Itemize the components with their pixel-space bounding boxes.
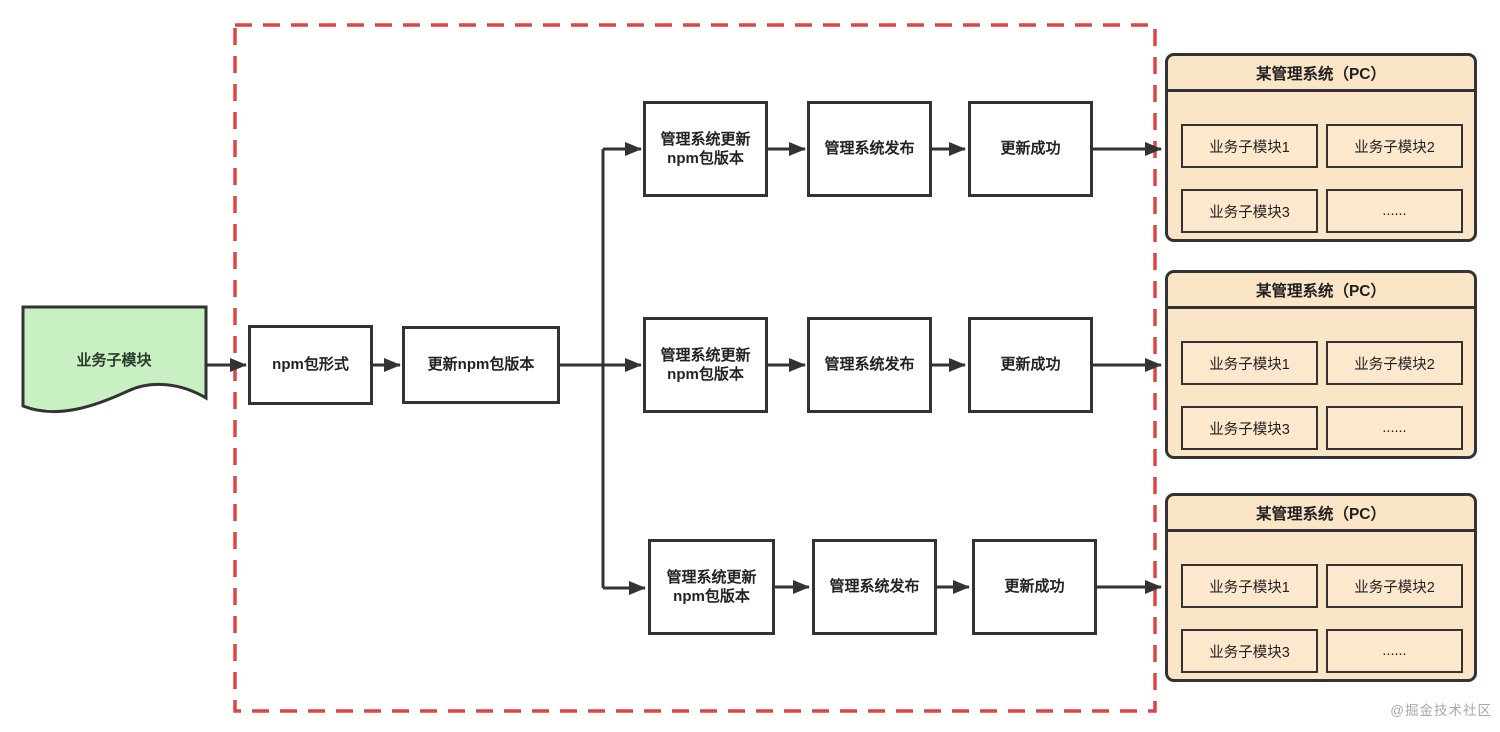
module-box: 业务子模块1 (1181, 124, 1318, 168)
panel-title: 某管理系统（PC） (1168, 56, 1474, 92)
module-box: 业务子模块2 (1326, 124, 1463, 168)
step-update-npm-version: 更新npm包版本 (402, 326, 560, 404)
source-document-label: 业务子模块 (76, 351, 152, 369)
row1-step-update-success: 更新成功 (968, 101, 1093, 197)
panel-title: 某管理系统（PC） (1168, 273, 1474, 309)
panel-body: 业务子模块1 业务子模块2 业务子模块3 ...... (1168, 309, 1474, 450)
row2-step-system-update-npm: 管理系统更新 npm包版本 (643, 317, 768, 413)
row3-step-update-success: 更新成功 (972, 539, 1097, 635)
module-box: 业务子模块3 (1181, 189, 1318, 233)
module-box: 业务子模块3 (1181, 406, 1318, 450)
row1-step-system-publish: 管理系统发布 (807, 101, 932, 197)
panel-management-system-2: 某管理系统（PC） 业务子模块1 业务子模块2 业务子模块3 ...... (1165, 270, 1477, 459)
row3-step-system-update-npm: 管理系统更新 npm包版本 (648, 539, 775, 635)
module-box: 业务子模块1 (1181, 564, 1318, 608)
module-box-ellipsis: ...... (1326, 406, 1463, 450)
module-box: 业务子模块1 (1181, 341, 1318, 385)
panel-body: 业务子模块1 业务子模块2 业务子模块3 ...... (1168, 92, 1474, 233)
panel-body: 业务子模块1 业务子模块2 业务子模块3 ...... (1168, 532, 1474, 673)
panel-management-system-1: 某管理系统（PC） 业务子模块1 业务子模块2 业务子模块3 ...... (1165, 53, 1477, 242)
panel-title: 某管理系统（PC） (1168, 496, 1474, 532)
module-box: 业务子模块2 (1326, 341, 1463, 385)
module-box-ellipsis: ...... (1326, 629, 1463, 673)
row2-step-update-success: 更新成功 (968, 317, 1093, 413)
panel-management-system-3: 某管理系统（PC） 业务子模块1 业务子模块2 业务子模块3 ...... (1165, 493, 1477, 682)
document-shape (21, 305, 208, 414)
row2-step-system-publish: 管理系统发布 (807, 317, 932, 413)
module-box: 业务子模块2 (1326, 564, 1463, 608)
module-box-ellipsis: ...... (1326, 189, 1463, 233)
row1-step-system-update-npm: 管理系统更新 npm包版本 (643, 101, 768, 197)
step-npm-package-form: npm包形式 (248, 325, 373, 405)
row3-step-system-publish: 管理系统发布 (812, 539, 937, 635)
module-box: 业务子模块3 (1181, 629, 1318, 673)
watermark: @掘金技术社区 (1390, 703, 1492, 718)
